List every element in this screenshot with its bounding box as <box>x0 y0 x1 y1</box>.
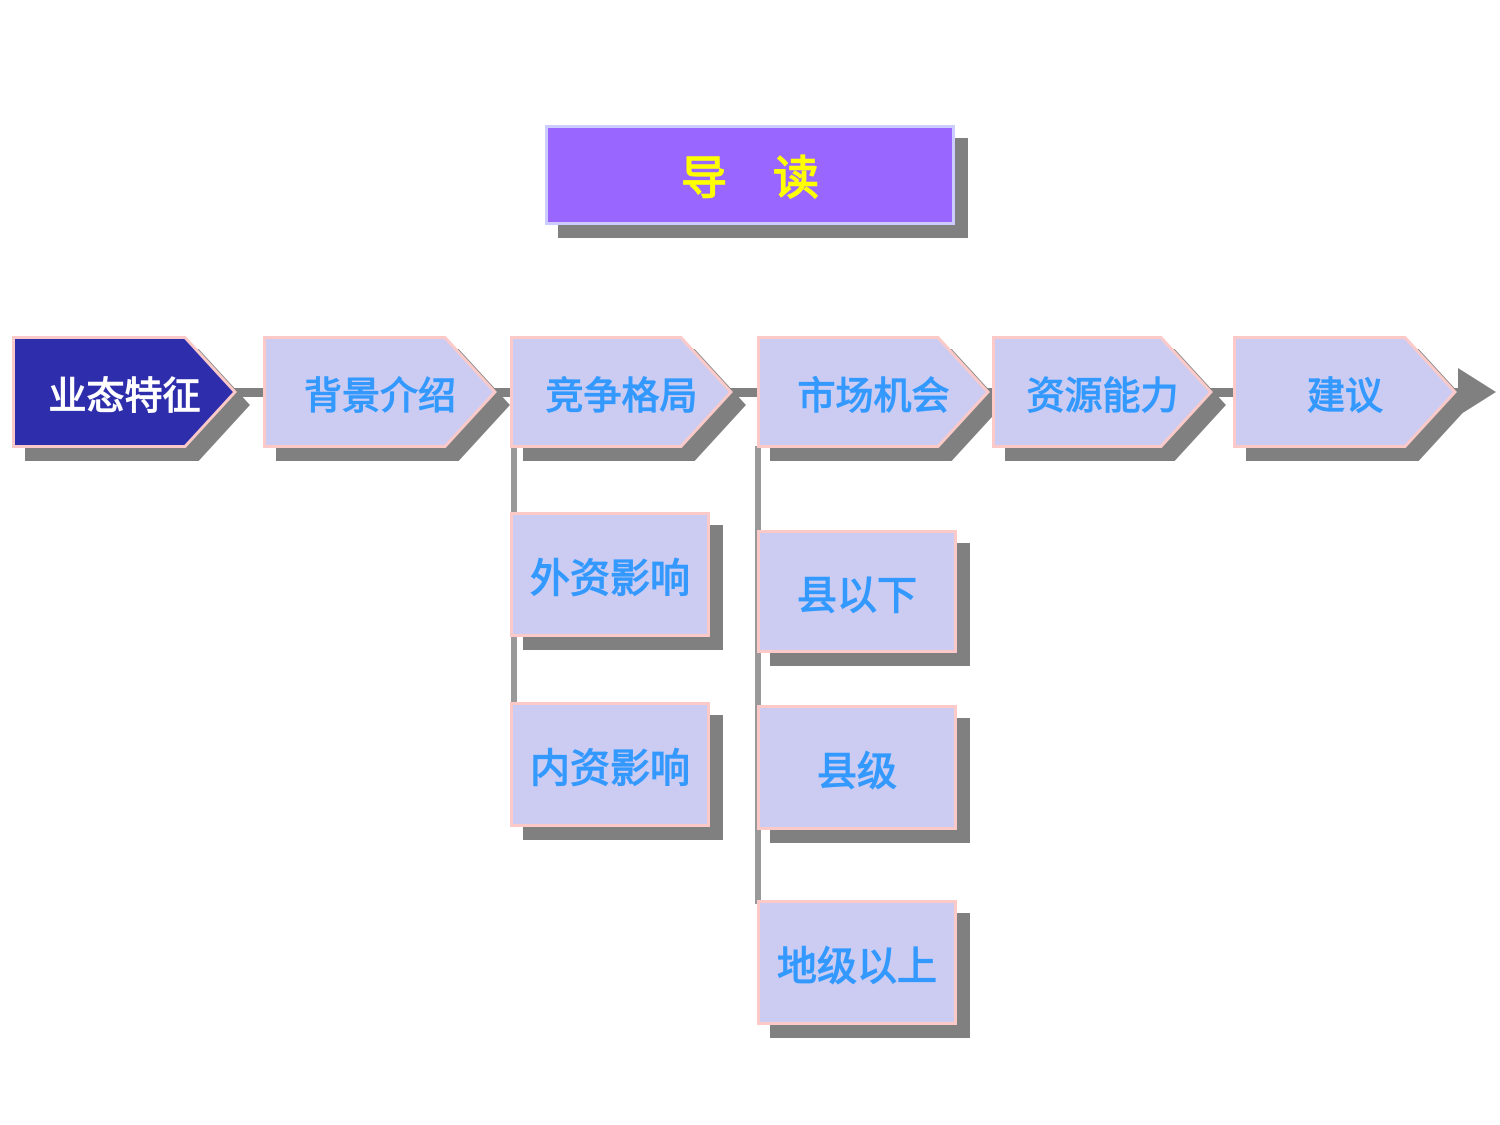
sub-box-label: 地级以上 <box>777 943 937 990</box>
nav-item-label: 背景介绍 <box>303 373 456 418</box>
sub-box-below-county: 县以下 <box>757 530 957 653</box>
sub-box-prefecture-and-above: 地级以上 <box>757 900 957 1025</box>
nav-item-label: 建议 <box>1306 373 1383 418</box>
nav-item-background-intro: 背景介绍 <box>263 336 497 448</box>
sub-box-label: 外资影响 <box>530 555 690 602</box>
nav-item-competitive-landscape: 竞争格局 <box>510 336 733 448</box>
nav-item-recommendations: 建议 <box>1233 336 1457 448</box>
nav-item-resource-capability: 资源能力 <box>992 336 1213 448</box>
sub-box-county-level: 县级 <box>757 705 957 830</box>
chevron-shape <box>992 336 1213 448</box>
sub-box-domestic-capital-impact: 内资影响 <box>510 702 710 827</box>
sub-box-label: 内资影响 <box>530 745 690 792</box>
connector-market-column <box>755 446 761 904</box>
nav-item-market-opportunity: 市场机会 <box>757 336 990 448</box>
chevron-shape <box>12 336 237 448</box>
chevron-shape <box>757 336 990 448</box>
chevron-shape <box>510 336 733 448</box>
sub-box-label: 县级 <box>817 748 897 795</box>
nav-item-label: 市场机会 <box>797 373 950 418</box>
nav-item-label: 资源能力 <box>1026 373 1179 418</box>
flow-arrow-icon <box>1458 368 1496 416</box>
nav-item-business-format-features: 业态特征 <box>12 336 237 448</box>
nav-item-label: 竞争格局 <box>545 373 698 418</box>
chevron-shape <box>263 336 497 448</box>
chevron-shape <box>1233 336 1457 448</box>
sub-box-label: 县以下 <box>797 572 917 619</box>
page-title: 导 读 <box>545 125 955 225</box>
page-title-text: 导 读 <box>681 151 819 205</box>
nav-item-label: 业态特征 <box>48 373 201 418</box>
sub-box-foreign-capital-impact: 外资影响 <box>510 512 710 637</box>
